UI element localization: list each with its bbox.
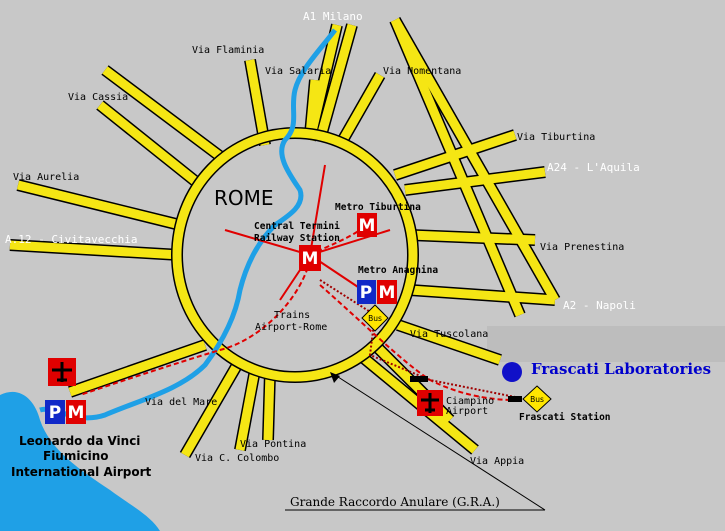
frascati-labs-label: Frascati Laboratories xyxy=(531,360,711,378)
road-label-a12: A.12 - Civitavecchia xyxy=(5,233,137,246)
svg-text:M: M xyxy=(359,216,376,236)
road-label-del-mare: Via del Mare xyxy=(145,397,217,408)
svg-text:M: M xyxy=(379,283,396,303)
svg-text:Bus: Bus xyxy=(368,314,382,323)
road-label-pontina: Via Pontina xyxy=(240,439,306,450)
ring-road-gra xyxy=(171,127,419,383)
parking-icon: P xyxy=(45,400,65,424)
frascati-labs-dot xyxy=(502,362,522,382)
metro-icon: M xyxy=(357,213,377,237)
frascati-station-label: Frascati Station xyxy=(519,412,611,423)
metro-icon: M xyxy=(66,400,86,424)
road-label-cassia: Via Cassia xyxy=(68,92,128,103)
bus-shuttle-marker xyxy=(410,376,428,382)
gra-label: Grande Raccordo Anulare (G.R.A.) xyxy=(290,495,500,509)
svg-text:M: M xyxy=(302,249,319,269)
ciampino-label-line1: Ciampino xyxy=(446,396,494,407)
city-label: ROME xyxy=(214,186,274,210)
station-anagnina: Metro Anagnina xyxy=(358,265,438,276)
metro-icon: M xyxy=(377,280,397,304)
metro-icon: M xyxy=(299,245,321,271)
road-label-a2: A2 - Napoli xyxy=(563,299,636,312)
road-label-a1: A1 Milano xyxy=(303,10,363,23)
trains-label-line1: Trains xyxy=(274,310,310,321)
road-label-tuscolana: Via Tuscolana xyxy=(410,329,488,340)
road-label-nomentana: Via Nomentana xyxy=(383,66,461,77)
gra-pointer xyxy=(285,372,546,511)
bus-route xyxy=(319,279,521,399)
svg-text:Bus: Bus xyxy=(530,395,544,404)
svg-text:P: P xyxy=(360,283,372,303)
station-termini-line2: Railway Station xyxy=(254,233,340,244)
road-label-aurelia: Via Aurelia xyxy=(13,172,79,183)
road-label-prenestina: Via Prenestina xyxy=(540,242,624,253)
sea xyxy=(0,391,160,531)
radial-roads xyxy=(9,17,561,459)
road-label-colombo: Via C. Colombo xyxy=(195,453,279,464)
station-tiburtina: Metro Tiburtina xyxy=(335,202,421,213)
svg-text:P: P xyxy=(49,403,61,423)
road-label-salaria: Via Salaria xyxy=(265,66,331,77)
trains-label-line2: Airport-Rome xyxy=(255,322,327,333)
ciampino-label-line2: Airport xyxy=(446,406,488,417)
airplane-icon xyxy=(48,358,76,386)
airport-name-line3: International Airport xyxy=(11,465,152,479)
parking-icon: P xyxy=(357,280,376,304)
road-label-flaminia: Via Flaminia xyxy=(192,45,264,56)
airport-name-line2: Fiumicino xyxy=(43,449,108,463)
frascati-highlight-box xyxy=(487,326,725,362)
bus-shuttle-marker-2 xyxy=(508,396,522,402)
road-label-tiburtina: Via Tiburtina xyxy=(517,132,595,143)
station-termini-line1: Central Termini xyxy=(254,221,340,232)
road-label-a24: A24 - L'Aquila xyxy=(547,161,640,174)
airplane-icon xyxy=(417,390,443,416)
airport-name-line1: Leonardo da Vinci xyxy=(19,434,140,448)
tiber-river xyxy=(39,28,337,421)
bus-icon: Bus xyxy=(361,304,389,332)
road-label-appia: Via Appia xyxy=(470,456,524,467)
bus-icon: Bus xyxy=(522,385,552,413)
svg-text:M: M xyxy=(68,403,85,423)
